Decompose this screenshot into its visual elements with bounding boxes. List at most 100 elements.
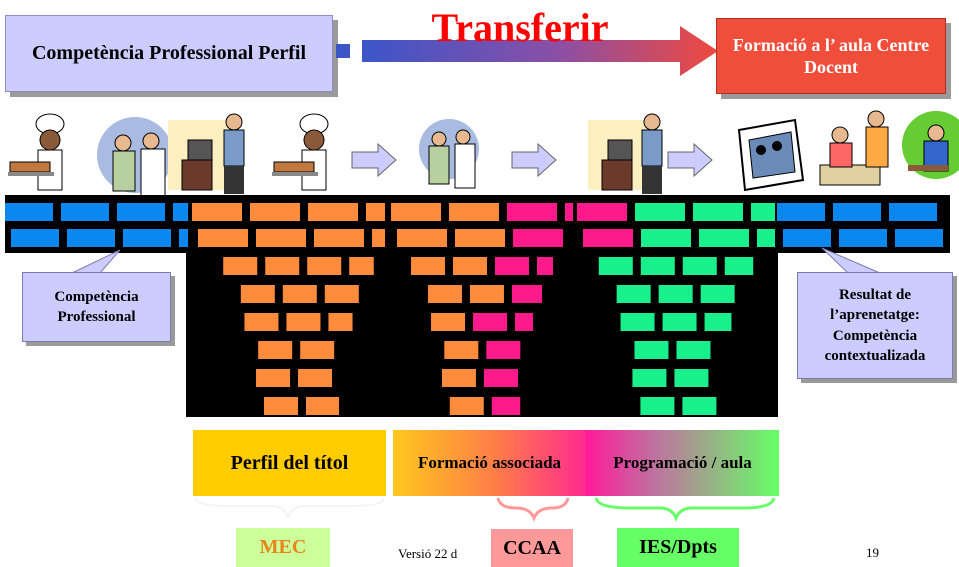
blue-brick bbox=[777, 203, 825, 221]
funnel-brick bbox=[307, 257, 342, 275]
funnel-brick bbox=[328, 313, 353, 331]
funnel-brick bbox=[263, 397, 298, 415]
funnel-brick bbox=[469, 285, 504, 303]
funnel-brick bbox=[641, 229, 691, 247]
blue-brick bbox=[173, 203, 188, 221]
blue-brick bbox=[833, 203, 881, 221]
programacio-aula-box: Programació / aula bbox=[586, 430, 779, 496]
funnel-brick bbox=[682, 397, 717, 415]
blue-brick bbox=[889, 203, 937, 221]
arrow-icon bbox=[667, 142, 713, 178]
funnel-brick bbox=[265, 257, 300, 275]
baker-icon bbox=[272, 113, 329, 191]
funnel-brick bbox=[751, 203, 775, 221]
funnel-brick bbox=[486, 341, 521, 359]
funnel-brick bbox=[640, 397, 675, 415]
formacio-aula-label: Formació a l’ aula Centre Docent bbox=[732, 34, 930, 78]
transferir-label: Transferir bbox=[431, 5, 609, 50]
funnel-brick bbox=[250, 203, 300, 221]
funnel-brick bbox=[699, 229, 749, 247]
funnel-brick bbox=[598, 257, 633, 275]
mec-tag: MEC bbox=[236, 528, 330, 567]
funnel-brick bbox=[300, 341, 335, 359]
funnel-brick bbox=[298, 369, 333, 387]
perfil-titol-box: Perfil del títol bbox=[193, 430, 386, 496]
funnel-brick bbox=[577, 203, 627, 221]
blue-brick bbox=[11, 229, 59, 247]
blue-brick bbox=[5, 203, 53, 221]
funnel-brick bbox=[314, 229, 364, 247]
funnel-brick bbox=[662, 313, 697, 331]
funnel-brick bbox=[495, 257, 530, 275]
funnel-brick bbox=[256, 369, 291, 387]
ccaa-tag: CCAA bbox=[491, 529, 573, 567]
funnel-brick bbox=[441, 369, 476, 387]
doctor-patient-icon bbox=[419, 119, 479, 189]
programacio-aula-label: Programació / aula bbox=[613, 452, 752, 472]
funnel-brick bbox=[449, 397, 484, 415]
perfil-titol-label: Perfil del títol bbox=[230, 452, 349, 474]
funnel-brick bbox=[444, 341, 479, 359]
doctor-patient-icon bbox=[97, 117, 173, 198]
funnel-brick bbox=[682, 257, 717, 275]
blue-brick bbox=[895, 229, 943, 247]
funnel-brick bbox=[658, 285, 693, 303]
funnel-brick bbox=[411, 257, 446, 275]
formacio-associada-box: Formació associada bbox=[393, 430, 586, 496]
funnel-brick bbox=[223, 257, 258, 275]
resultat-callout: Resultat de l’aprenetatge: Competència c… bbox=[797, 272, 953, 379]
funnel-brick bbox=[724, 257, 754, 275]
competencia-callout: Competència Professional bbox=[22, 272, 171, 342]
page-number: 19 bbox=[866, 545, 879, 560]
baker-icon bbox=[8, 113, 65, 191]
funnel-brick bbox=[258, 341, 293, 359]
funnel-brick bbox=[513, 229, 563, 247]
funnel-brick bbox=[455, 229, 505, 247]
funnel-brick bbox=[286, 313, 321, 331]
funnel-brick bbox=[256, 229, 306, 247]
braces bbox=[195, 497, 776, 523]
funnel-brick bbox=[507, 203, 557, 221]
office-worker-icon bbox=[168, 113, 245, 194]
funnel-brick bbox=[449, 203, 499, 221]
funnel-brick bbox=[431, 313, 466, 331]
funnel-brick bbox=[616, 285, 651, 303]
clipart-row bbox=[8, 110, 959, 198]
transfer-arrow bbox=[336, 26, 718, 76]
ccaa-brace bbox=[496, 497, 570, 523]
funnel-brick bbox=[693, 203, 743, 221]
funnel-brick bbox=[391, 203, 441, 221]
funnel-brick bbox=[349, 257, 374, 275]
funnel-brick bbox=[634, 341, 669, 359]
funnel-brick bbox=[700, 285, 735, 303]
funnel-brick bbox=[244, 313, 279, 331]
formacio-associada-label: Formació associada bbox=[417, 452, 562, 472]
funnel-brick bbox=[676, 341, 711, 359]
office-worker-icon bbox=[588, 113, 663, 194]
mec-brace bbox=[195, 497, 385, 519]
wall-funnel-area bbox=[186, 253, 778, 417]
funnel-brick bbox=[308, 203, 358, 221]
funnel-brick bbox=[473, 313, 508, 331]
funnel-brick bbox=[324, 285, 359, 303]
students-icon bbox=[737, 118, 805, 192]
funnel-brick bbox=[366, 203, 385, 221]
funnel-brick bbox=[583, 229, 633, 247]
formacio-aula-box: Formació a l’ aula Centre Docent bbox=[716, 18, 946, 94]
funnel-brick bbox=[372, 229, 385, 247]
funnel-brick bbox=[483, 369, 518, 387]
funnel-brick bbox=[491, 397, 521, 415]
funnel-brick bbox=[515, 313, 533, 331]
arrow-icon bbox=[351, 142, 397, 178]
funnel-brick bbox=[704, 313, 732, 331]
blue-brick bbox=[839, 229, 887, 247]
funnel-brick bbox=[632, 369, 667, 387]
funnel-brick bbox=[397, 229, 447, 247]
resultat-callout-label: Resultat de l’aprenetatge: Competència c… bbox=[824, 287, 926, 364]
funnel-brick bbox=[511, 285, 543, 303]
competencia-perfil-box: Competència Professional Perfil bbox=[5, 15, 333, 92]
funnel-brick bbox=[635, 203, 685, 221]
classroom-icon bbox=[819, 110, 959, 186]
blue-brick bbox=[783, 229, 831, 247]
